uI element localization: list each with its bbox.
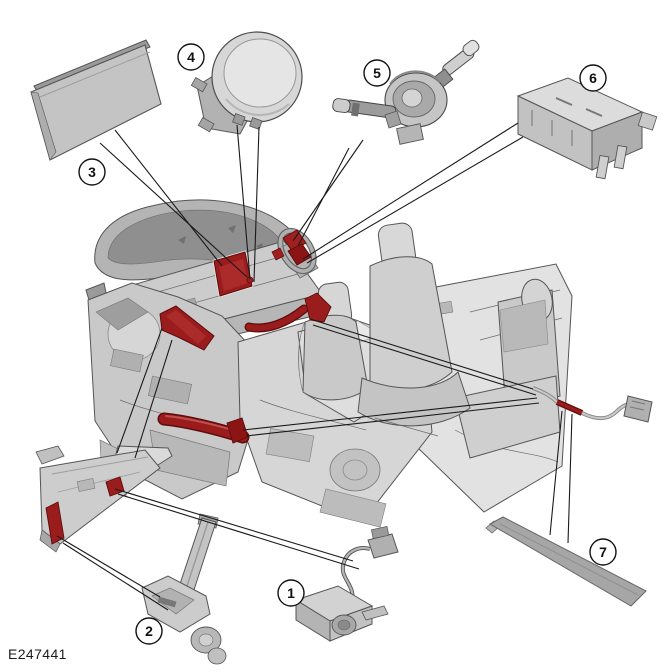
callout-circle <box>579 64 607 92</box>
passenger-airbag-panel-part <box>30 39 162 161</box>
leader-lines <box>56 122 573 611</box>
leader-line <box>253 126 260 283</box>
callout-circle <box>589 538 617 566</box>
leader-line <box>114 129 223 267</box>
callout-3-passenger-airbag-door-panel: 3 <box>78 158 106 186</box>
callouts: 1 2 3 4 5 6 7 <box>78 43 617 645</box>
leader-line <box>236 124 251 280</box>
leader-line <box>309 318 534 390</box>
leader-line <box>114 488 354 562</box>
figure-id: E247441 <box>8 646 67 662</box>
callout-1-impact-sensor-with-wiring-pigtail: 1 <box>277 579 305 607</box>
leader-line <box>56 535 161 598</box>
highlight-locations <box>157 229 332 444</box>
callout-5-steering-column-switch-clockspring: 5 <box>363 59 391 87</box>
callout-circle <box>363 59 391 87</box>
control-module-part <box>516 77 658 180</box>
highlight-panel-strip <box>45 501 65 545</box>
callout-circle <box>135 617 163 645</box>
leader-line <box>302 122 519 260</box>
leader-line <box>292 139 364 242</box>
column-switch-part <box>332 39 480 145</box>
callout-circle <box>177 43 205 71</box>
highlight-console-end <box>304 292 332 323</box>
wiring-pigtail-part <box>532 386 653 423</box>
callout-number: 6 <box>589 70 597 86</box>
leader-line <box>99 142 248 278</box>
callout-2-seat-belt-buckle-pretensioner: 2 <box>135 617 163 645</box>
callout-circle <box>78 158 106 186</box>
leader-line <box>549 410 563 536</box>
car-body-illustration <box>85 199 573 528</box>
leader-line <box>62 542 169 611</box>
callout-number: 5 <box>373 65 381 81</box>
callout-number: 4 <box>187 49 195 65</box>
leader-line <box>312 324 537 396</box>
leader-line <box>116 327 163 454</box>
callout-number: 3 <box>88 164 96 180</box>
callout-circle <box>277 579 305 607</box>
leader-line <box>134 339 173 459</box>
callout-number: 2 <box>145 623 153 639</box>
leader-line <box>297 147 350 247</box>
leader-line <box>242 397 538 431</box>
sensor-part <box>294 526 399 642</box>
callout-6-restraints-control-module: 6 <box>579 64 607 92</box>
leader-line <box>567 413 573 544</box>
pretensioner-part <box>141 513 227 665</box>
leader-line <box>117 493 360 570</box>
highlight-panel-clip <box>105 476 125 497</box>
highlight-sill-bracket <box>226 417 249 444</box>
driver-airbag-part <box>190 31 303 135</box>
sill-trim-part <box>485 516 647 607</box>
leader-line <box>306 136 524 264</box>
callout-number: 1 <box>287 585 295 601</box>
highlight-column-lower <box>287 243 312 266</box>
leader-line <box>245 402 540 437</box>
callout-4-driver-airbag-module: 4 <box>177 43 205 71</box>
callout-number: 7 <box>599 544 607 560</box>
callout-7-sill-scuff-trim-panel: 7 <box>589 538 617 566</box>
sill-closing-panel-part <box>35 445 173 553</box>
